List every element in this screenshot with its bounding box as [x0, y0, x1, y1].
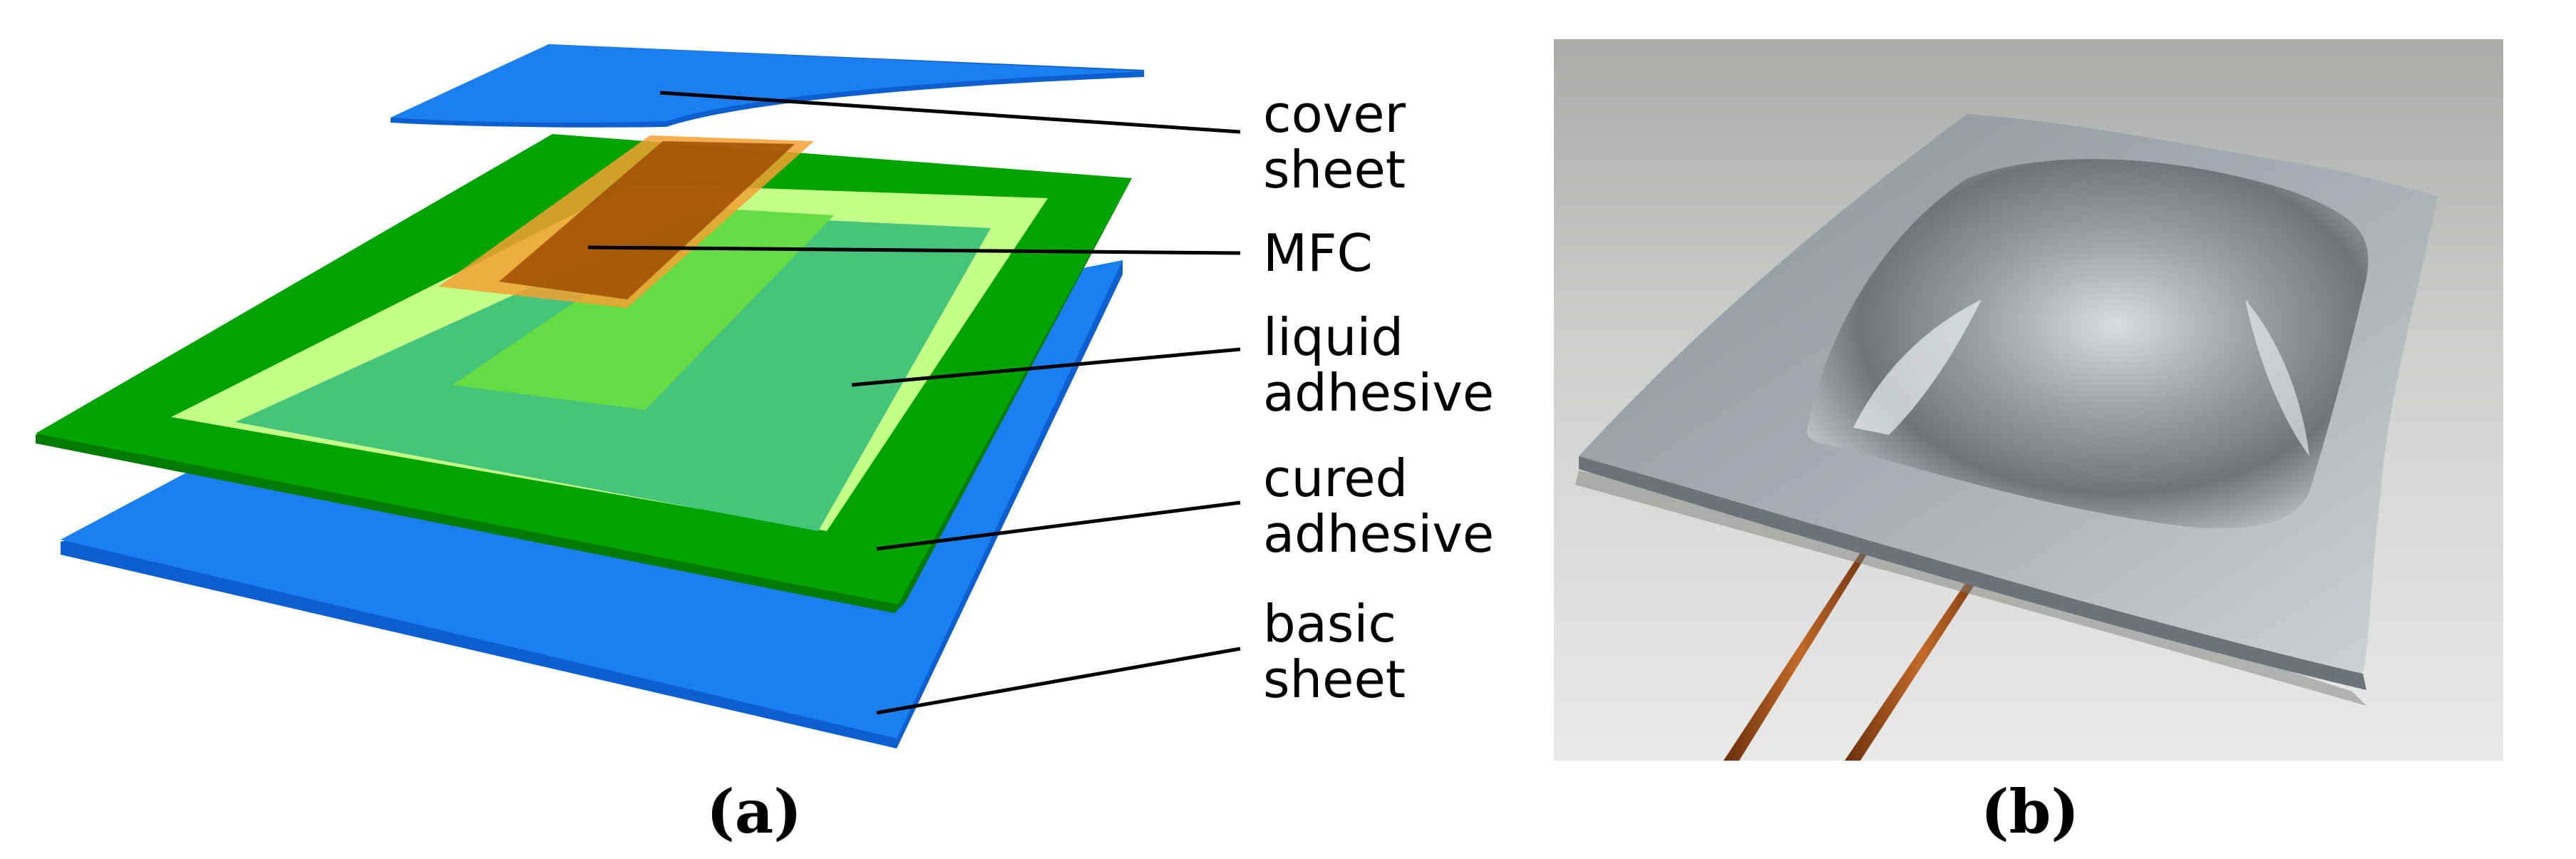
- caption-b: (b): [1981, 776, 2079, 847]
- label-mfc: MFC: [1263, 223, 1373, 283]
- cables: [1724, 542, 1998, 761]
- caption-a: (a): [706, 776, 802, 847]
- dome-highlight-right: [2245, 299, 2309, 456]
- leader-line-cured-adhesive: [876, 500, 1241, 551]
- panel-a: cover sheet MFC liquid adhesive cured ad…: [36, 44, 1494, 847]
- leader-line-mfc: [587, 245, 1241, 255]
- cable-right: [1845, 549, 1998, 761]
- plate-edge: [1579, 456, 2366, 690]
- label-basic-sheet: basic sheet: [1263, 594, 1413, 709]
- leader-lines: [587, 91, 1241, 715]
- panel-b: (b): [1554, 39, 2503, 847]
- label-cured-adhesive: cured adhesive: [1263, 448, 1494, 564]
- label-liquid-adhesive: liquid adhesive: [1263, 307, 1494, 423]
- cover-sheet-top: [391, 44, 1144, 123]
- leader-line-basic-sheet: [876, 647, 1241, 715]
- cured-adhesive-layer: [36, 134, 1132, 613]
- liquid-adhesive-patch: [453, 208, 834, 410]
- cover-sheet-layer: [391, 44, 1144, 128]
- layer-labels: cover sheet MFC liquid adhesive cured ad…: [1263, 84, 1494, 709]
- dome-highlight: [1853, 299, 1982, 435]
- leader-line-liquid-adhesive: [851, 347, 1241, 387]
- mfc-layer: [438, 135, 814, 308]
- label-cover-sheet: cover sheet: [1263, 84, 1422, 200]
- mfc-core: [499, 141, 795, 299]
- cable-left: [1724, 542, 1875, 761]
- leader-line-cover-sheet: [659, 91, 1241, 134]
- dome: [1807, 159, 2369, 529]
- plate-shadow: [1575, 470, 2366, 706]
